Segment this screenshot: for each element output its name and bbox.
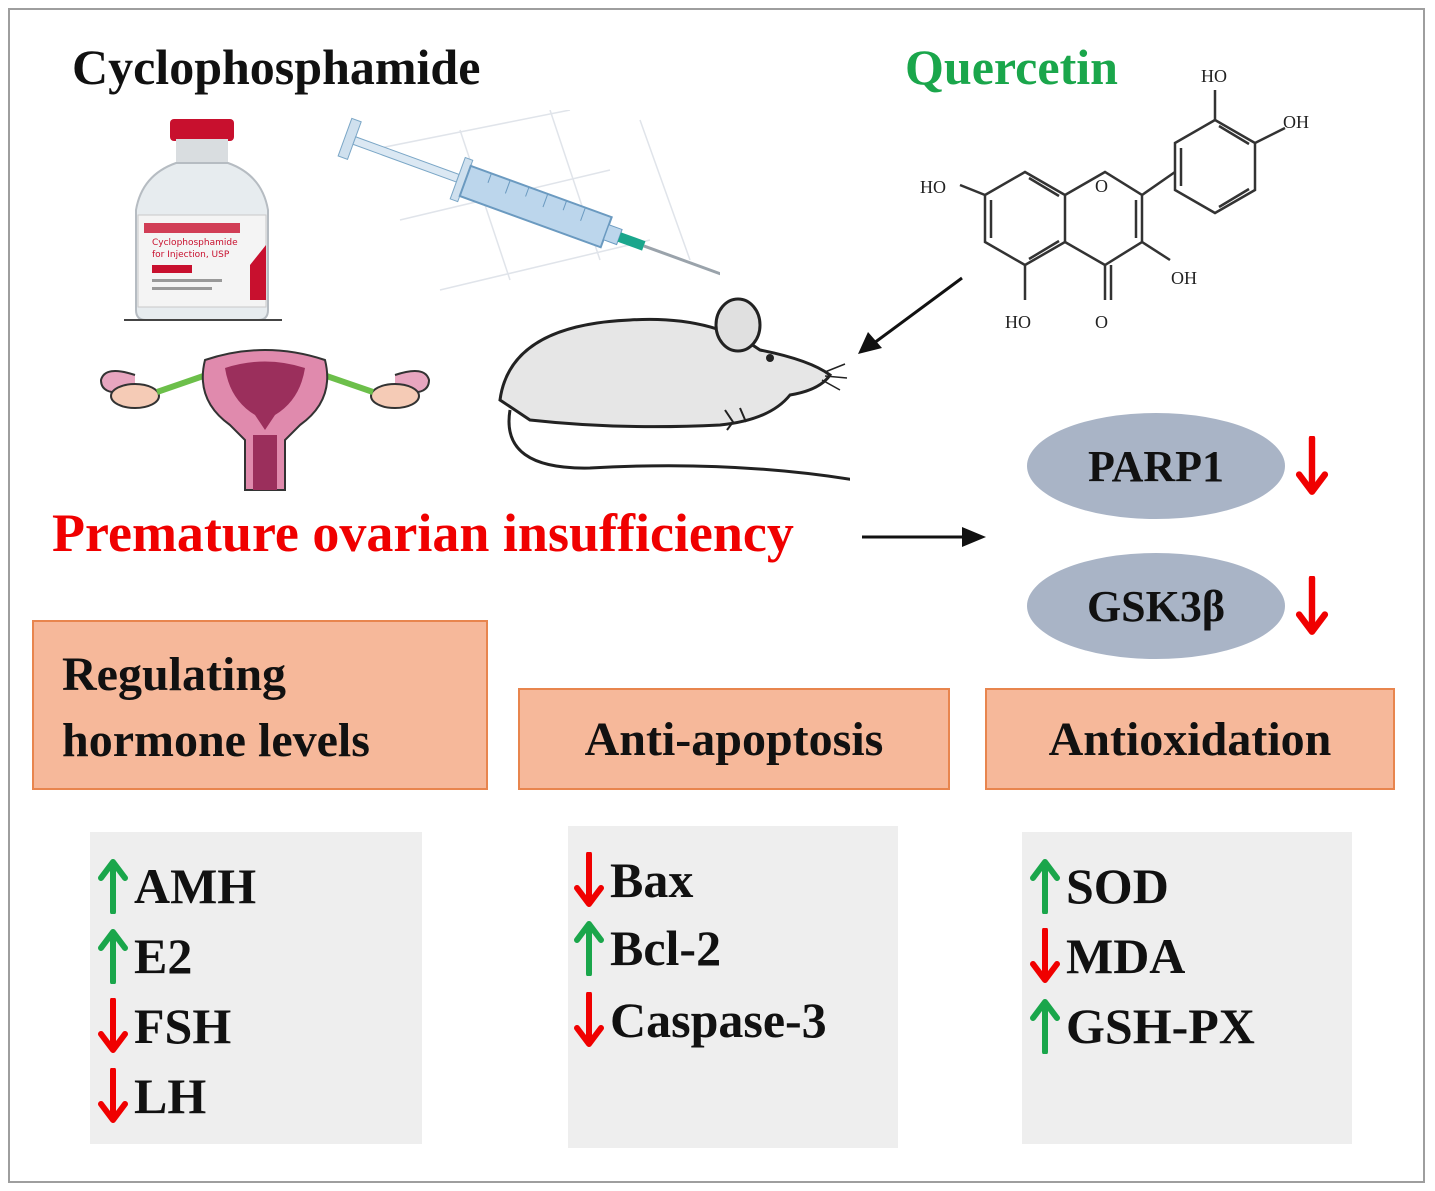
arrow-down-icon — [1030, 928, 1060, 983]
arrow-down-icon — [574, 992, 604, 1047]
list-item: Bcl-2 — [574, 918, 721, 978]
item-label: E2 — [134, 928, 193, 984]
item-label: GSH-PX — [1066, 998, 1255, 1054]
target-parp1-label: PARP1 — [1087, 441, 1225, 491]
list-item: Caspase-3 — [574, 990, 827, 1050]
list-antioxidation: SOD MDA GSH-PX — [1022, 832, 1352, 1144]
molecule-label-oh-3: OH — [1171, 268, 1197, 288]
molecule-label-ho-bottom: HO — [1005, 312, 1031, 332]
item-label: MDA — [1066, 928, 1186, 984]
arrow-up-icon — [574, 921, 604, 976]
arrow-up-icon — [98, 929, 128, 984]
target-gsk3b: GSK3β — [1027, 553, 1285, 659]
molecule-label-ho-top: HO — [1201, 66, 1227, 86]
list-item: MDA — [1030, 926, 1185, 986]
target-parp1: PARP1 — [1027, 413, 1285, 519]
item-label: Bax — [610, 852, 694, 908]
arrow-up-icon — [98, 859, 128, 914]
item-label: SOD — [1066, 858, 1169, 914]
arrow-down-icon — [98, 998, 128, 1053]
vial-label-line2: for Injection, USP — [152, 250, 230, 260]
item-label: Bcl-2 — [610, 920, 722, 976]
arrow-down-icon — [1295, 436, 1329, 495]
vial-icon: Cyclophosphamide for Injection, USP — [124, 119, 282, 321]
effect-title-hormones: Regulating hormone levels — [62, 648, 370, 767]
list-apoptosis: Bax Bcl-2 Caspase-3 — [568, 826, 898, 1148]
item-label: FSH — [134, 998, 232, 1054]
effect-box-antioxidation: Antioxidation — [985, 688, 1395, 790]
molecule-label-o-ketone: O — [1095, 312, 1108, 332]
molecule-label-o-ring: O — [1095, 176, 1108, 196]
target-gsk3b-label: GSK3β — [1086, 581, 1226, 631]
item-label: Caspase-3 — [610, 992, 827, 1048]
effect-box-apoptosis: Anti-apoptosis — [518, 688, 950, 790]
vial-label-line1: Cyclophosphamide — [152, 238, 238, 248]
list-item: Bax — [574, 850, 693, 910]
arrow-down-icon — [574, 852, 604, 907]
figure-frame — [8, 8, 1425, 1183]
effect-box-hormones: Regulating hormone levels — [32, 620, 488, 790]
molecule-label-ho-left: HO — [920, 177, 946, 197]
quercetin-structure-icon: HO OH HO O OH HO O — [920, 66, 1309, 332]
list-item: FSH — [98, 996, 231, 1056]
drug-label: Cyclophosphamide — [72, 39, 481, 95]
compound-label: Quercetin — [905, 39, 1118, 95]
list-hormones: AMH E2 FSH LH — [90, 832, 422, 1144]
list-item: AMH — [98, 856, 256, 916]
molecule-label-oh-right: OH — [1283, 112, 1309, 132]
arrow-down-icon — [1295, 576, 1329, 635]
uterus-icon — [99, 349, 431, 491]
list-item: GSH-PX — [1030, 996, 1255, 1056]
item-label: AMH — [134, 858, 257, 914]
mouse-icon — [498, 297, 850, 481]
arrow-up-icon — [1030, 859, 1060, 914]
condition-to-targets-arrow — [862, 527, 986, 547]
list-item: E2 — [98, 926, 192, 986]
effect-title-antioxidation: Antioxidation — [1048, 712, 1332, 766]
effect-title-apoptosis: Anti-apoptosis — [584, 712, 884, 766]
quercetin-to-mouse-arrow — [858, 276, 963, 354]
list-item: SOD — [1030, 856, 1169, 916]
list-item: LH — [98, 1066, 206, 1126]
condition-label: Premature ovarian insufficiency — [52, 503, 794, 563]
syringe-icon — [337, 110, 720, 291]
arrow-down-icon — [98, 1068, 128, 1123]
item-label: LH — [134, 1068, 207, 1124]
arrow-up-icon — [1030, 999, 1060, 1054]
